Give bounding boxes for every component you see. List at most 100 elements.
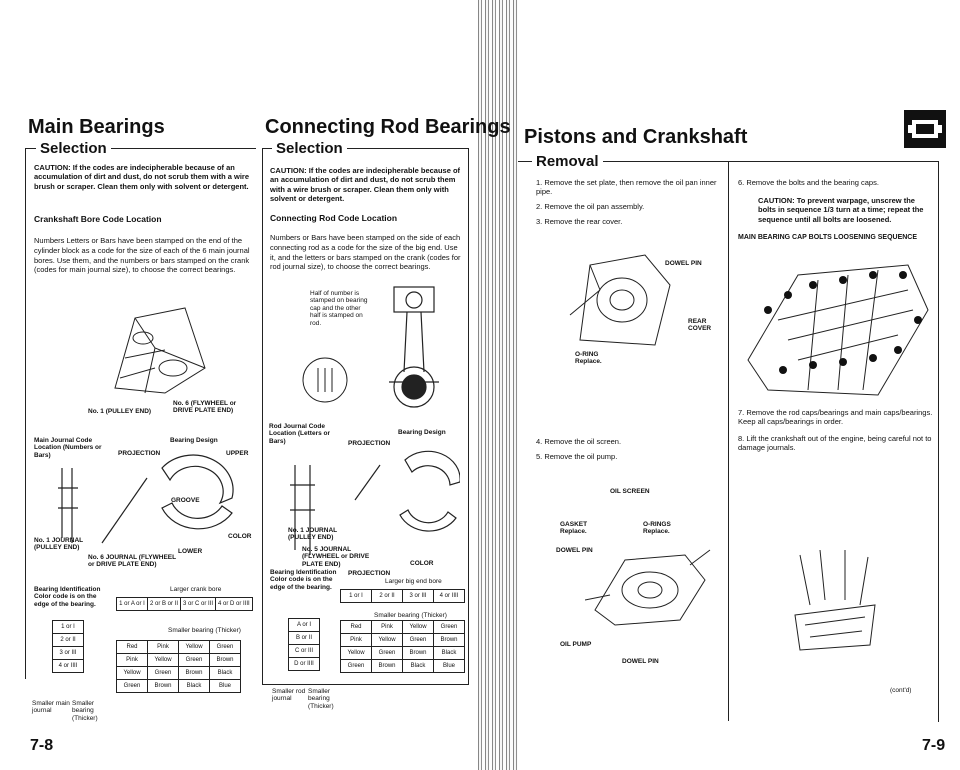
left-journal-code-table: 1 or I 2 or II 3 or III 4 or IIII <box>52 620 84 673</box>
row-code: 3 or III <box>52 646 84 660</box>
cell: Green <box>371 646 403 660</box>
cell: Brown <box>433 633 465 647</box>
row-code: C or III <box>288 644 320 658</box>
engine-block-illustration <box>114 307 206 394</box>
left-subheading: Crankshaft Bore Code Location <box>34 214 162 224</box>
connecting-rod-illustration <box>389 286 439 408</box>
row-code: 1 or I <box>52 620 84 634</box>
cell: Blue <box>209 679 241 693</box>
cell: Yellow <box>147 653 179 667</box>
crankshaft-lift-illustration <box>794 549 876 651</box>
col-header: 1 or I <box>340 589 372 603</box>
cell: Red <box>116 640 148 654</box>
cell: Brown <box>178 666 210 680</box>
fig1-oring-label: O-RING Replace. <box>575 351 602 366</box>
right-section-heading: Removal <box>532 153 603 170</box>
step-7: 7. Remove the rod caps/bearings and main… <box>738 408 933 426</box>
step-6: 6. Remove the bolts and the bearing caps… <box>738 178 879 187</box>
left-bore-code-table: 1 or A or I 2 or B or II 3 or C or III 4… <box>116 597 253 611</box>
removal-steps-b: 4. Remove the oil screen. 5. Remove the … <box>536 437 721 467</box>
right-column-divider <box>728 161 729 721</box>
bearing-design-label: Bearing Design <box>170 437 218 444</box>
middle-no1-label: No. 1 JOURNAL (PULLEY END) <box>288 527 337 542</box>
upper-label: UPPER <box>226 450 249 457</box>
fig2-gasket-label: GASKET Replace. <box>560 521 588 536</box>
groove-label: GROOVE <box>171 497 200 504</box>
cell: Yellow <box>402 620 434 634</box>
fig2-no1-label: No. 1 JOURNAL (PULLEY END) <box>34 537 83 552</box>
row-code: 4 or IIII <box>52 659 84 673</box>
right-page-number: 7-9 <box>922 737 946 754</box>
row-code: B or II <box>288 631 320 645</box>
middle-subheading: Connecting Rod Code Location <box>270 213 398 223</box>
row-code: 2 or II <box>52 633 84 647</box>
middle-section-frame <box>262 148 469 685</box>
cell: Pink <box>340 633 372 647</box>
cell: Black <box>402 659 434 673</box>
col-header: 3 or C or III <box>180 597 217 611</box>
middle-smaller-rod: Smaller rod journal <box>272 688 306 703</box>
fig2-dowel-label: DOWEL PIN <box>556 547 593 554</box>
middle-color-label: COLOR <box>410 560 434 567</box>
contd-label: (cont'd) <box>890 687 912 694</box>
main-journal-code-label: Main Journal Code Location (Numbers or B… <box>34 437 102 459</box>
left-smaller-journal: Smaller main journal <box>32 700 70 715</box>
fig2-no6-label: No. 6 JOURNAL (FLYWHEEL or DRIVE PLATE E… <box>88 554 177 569</box>
middle-body: Numbers or Bars have been stamped on the… <box>270 233 461 272</box>
rear-cover-illustration <box>569 254 671 346</box>
cell: Pink <box>371 620 403 634</box>
step: 2. Remove the oil pan assembly. <box>536 202 645 211</box>
fig2-dowel2-label: DOWEL PIN <box>622 658 659 665</box>
step: 5. Remove the oil pump. <box>536 452 618 461</box>
cell: Black <box>178 679 210 693</box>
fig1-rear-label: REAR COVER <box>688 318 712 333</box>
left-section-frame <box>25 148 256 679</box>
cell: Brown <box>371 659 403 673</box>
cell: Brown <box>147 679 179 693</box>
left-section-heading: Selection <box>36 140 111 157</box>
left-larger-label: Larger crank bore <box>170 586 222 593</box>
fig1-no1-label: No. 1 (PULLEY END) <box>88 408 152 415</box>
col-header: 4 or IIII <box>433 589 465 603</box>
bearing-cap-sequence-illustration <box>747 264 929 396</box>
cell: Blue <box>433 659 465 673</box>
cell: Pink <box>147 640 179 654</box>
row-code: A or I <box>288 618 320 632</box>
left-smaller-thicker: Smaller bearing (Thicker) <box>168 627 241 634</box>
lower-label: LOWER <box>178 548 203 555</box>
cell: Brown <box>209 653 241 667</box>
engine-section-icon <box>904 110 946 148</box>
left-body: Numbers Letters or Bars have been stampe… <box>34 236 250 275</box>
fig2-orings-label: O-RINGS Replace. <box>643 521 671 536</box>
middle-table-ident: Bearing Identification Color code is on … <box>270 569 337 591</box>
cell: Green <box>116 679 148 693</box>
rod-stamp-note: Half of number is stamped on bearing cap… <box>310 290 368 327</box>
left-smaller-bearing: Smaller bearing (Thicker) <box>72 700 98 722</box>
cell: Black <box>209 666 241 680</box>
cell: Green <box>209 640 241 654</box>
rod-stamp-detail-icon <box>302 357 348 403</box>
cell: Green <box>147 666 179 680</box>
middle-projection: PROJECTION <box>348 440 391 447</box>
left-table-ident: Bearing Identification Color code is on … <box>34 586 101 608</box>
conrod-bearings-title: Connecting Rod Bearings <box>265 116 511 138</box>
middle-projection2: PROJECTION <box>348 570 391 577</box>
color-label: COLOR <box>228 533 252 540</box>
cell: Black <box>433 646 465 660</box>
cell: Brown <box>402 646 434 660</box>
right-caution: CAUTION: To prevent warpage, unscrew the… <box>758 196 924 224</box>
cell: Green <box>433 620 465 634</box>
rod-journal-code-label: Rod Journal Code Location (Letters or Ba… <box>269 423 331 445</box>
book-spine <box>478 0 518 770</box>
pistons-title: Pistons and Crankshaft <box>524 126 748 148</box>
step: 4. Remove the oil screen. <box>536 437 622 446</box>
left-page-number: 7-8 <box>30 737 54 754</box>
middle-bore-code-table: 1 or I 2 or II 3 or III 4 or IIII <box>340 589 465 603</box>
col-header: 2 or B or II <box>146 597 182 611</box>
middle-journal-code-table: A or I B or II C or III D or IIII <box>288 618 320 671</box>
cell: Green <box>178 653 210 667</box>
cell: Green <box>340 659 372 673</box>
fig1-dowel-label: DOWEL PIN <box>665 260 702 267</box>
row-code: D or IIII <box>288 657 320 671</box>
